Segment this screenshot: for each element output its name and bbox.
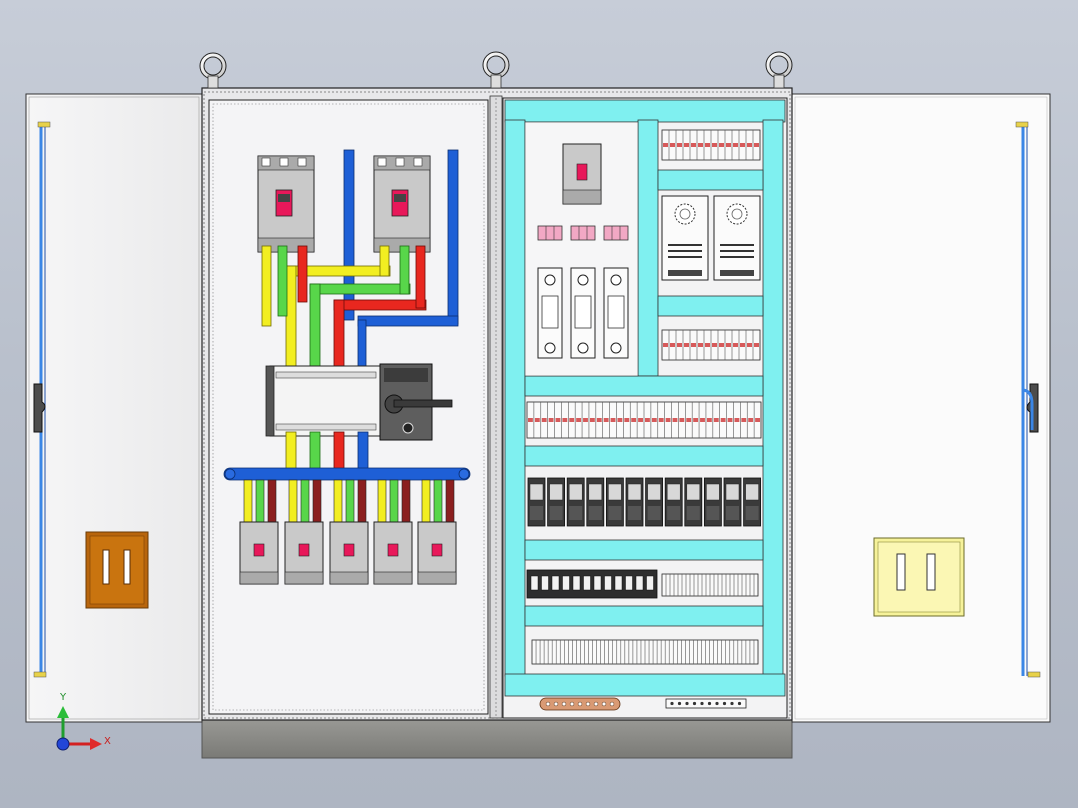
- indicator-blocks: [537, 225, 629, 241]
- relay: [566, 477, 585, 527]
- door-handle-icon[interactable]: [873, 537, 965, 617]
- control-breaker: [562, 143, 602, 205]
- distribution-busbar: [223, 467, 471, 481]
- indicator-block: [570, 225, 596, 241]
- neutral-bar: [665, 698, 747, 709]
- relay: [625, 477, 644, 527]
- terminal-strip-bottom: [531, 639, 759, 665]
- feeder-breaker: [284, 479, 324, 585]
- fuse-holder: [570, 267, 596, 359]
- relay: [723, 477, 742, 527]
- feeder-breaker: [329, 479, 369, 585]
- earth-bar: [539, 697, 621, 711]
- lifting-eye-icon: [765, 51, 793, 89]
- main-breaker: [373, 155, 431, 253]
- busbar-red: [297, 245, 427, 371]
- relay: [645, 477, 663, 527]
- lifting-eye-icon: [482, 51, 510, 89]
- fuse-holder: [603, 267, 629, 359]
- feeder-breaker: [239, 479, 279, 585]
- cabinet-plinth: [201, 717, 793, 759]
- relay: [743, 477, 761, 527]
- relay: [664, 477, 683, 527]
- right-door: [791, 93, 1051, 723]
- feeder-breaker: [417, 479, 457, 585]
- relay: [547, 477, 565, 527]
- lifting-eye-icon: [199, 52, 227, 89]
- main-breaker: [257, 155, 315, 253]
- door-handle-icon[interactable]: [85, 531, 149, 609]
- axis-x-label: X: [104, 736, 111, 747]
- relay: [684, 477, 703, 527]
- left-door: [25, 93, 203, 723]
- terminal-strip-row: [526, 401, 762, 439]
- indicator-block: [537, 225, 563, 241]
- isolating-switch: [265, 363, 453, 441]
- feeder-breakers: [239, 479, 457, 585]
- busbar-green: [277, 245, 411, 371]
- relay: [704, 477, 722, 527]
- relay: [606, 477, 624, 527]
- terminal-strip-top: [661, 129, 761, 161]
- relay: [527, 477, 546, 527]
- power-supply: [713, 195, 761, 281]
- feeder-breaker: [373, 479, 413, 585]
- relay-row: [527, 477, 761, 527]
- fuse-holder: [537, 267, 563, 359]
- terminal-strip-middle: [661, 329, 761, 361]
- fuse-holders: [537, 267, 629, 359]
- axis-triad-icon: Y X: [56, 692, 111, 751]
- axis-y-label: Y: [59, 692, 67, 703]
- indicator-block: [603, 225, 629, 241]
- power-supply: [661, 195, 709, 281]
- switch-row: [526, 569, 759, 599]
- relay: [586, 477, 605, 527]
- busbar-blue: [343, 149, 459, 381]
